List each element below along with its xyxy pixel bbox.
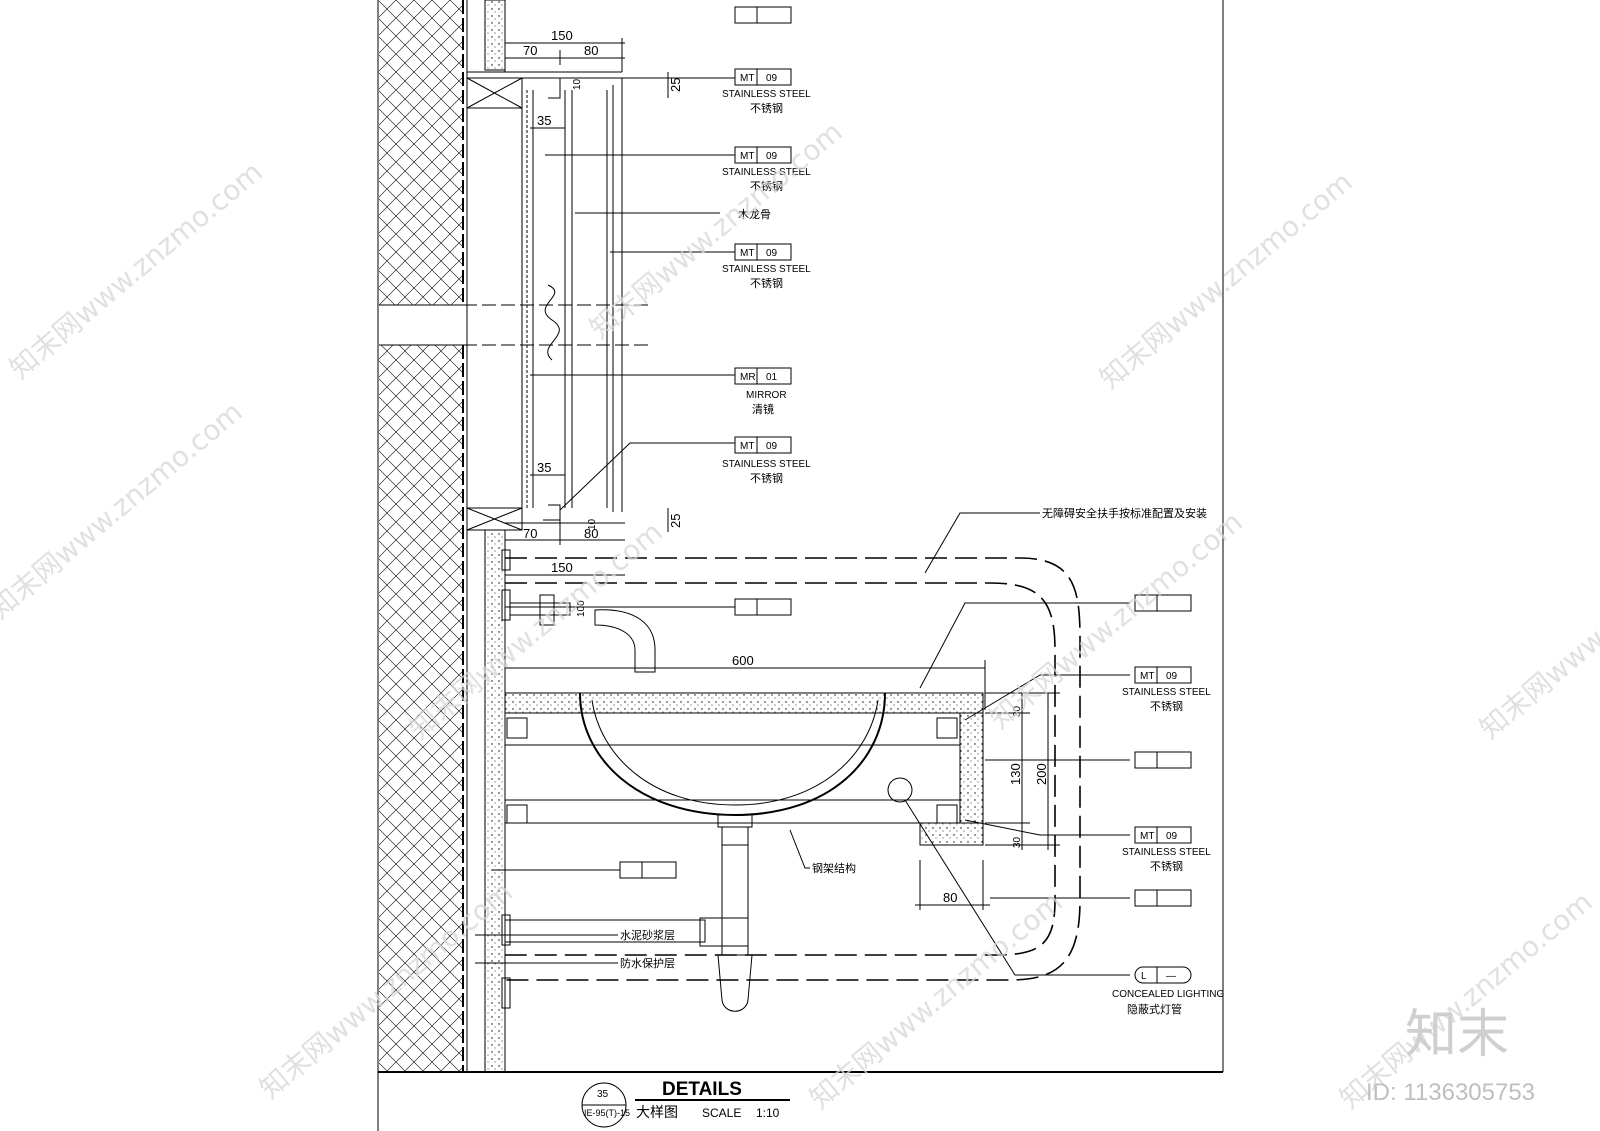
- tag-blank: [619, 861, 677, 879]
- tag-mt09-right-bottom: MT 09 STAINLESS STEEL 不锈钢: [1122, 826, 1211, 873]
- material-label-cn: 不锈钢: [750, 102, 783, 115]
- material-label-en: STAINLESS STEEL: [722, 459, 811, 470]
- title-block: 35 IE-95(T)-15 DETAILS 大样图 SCALE 1:10: [581, 1079, 790, 1128]
- tag-code: MT: [1140, 671, 1154, 682]
- tag-code: MT: [740, 248, 754, 259]
- tag-number: 09: [766, 73, 778, 84]
- tag-lighting: L — CONCEALED LIGHTING 隐蔽式灯管: [1112, 966, 1224, 1016]
- material-label-cn: 不锈钢: [1150, 700, 1183, 713]
- watermark-text: 知末网www.znzmo.com: [0, 395, 249, 625]
- material-label-en: STAINLESS STEEL: [1122, 687, 1211, 698]
- dim-30-top: 30: [1012, 705, 1023, 717]
- tag-mt09-third: MT 09 STAINLESS STEEL 不锈钢: [722, 243, 811, 290]
- waterproof-note: 防水保护层: [620, 956, 675, 970]
- material-label-en: MIRROR: [746, 390, 787, 401]
- tag-number: 01: [766, 372, 778, 383]
- material-label-en: CONCEALED LIGHTING: [1112, 989, 1224, 1000]
- drawing-subtitle: 大样图: [636, 1105, 678, 1121]
- tag-number: —: [1166, 971, 1176, 982]
- dim-150-top: 150: [551, 28, 573, 43]
- tag-mt09-right-top: MT 09 STAINLESS STEEL 不锈钢: [1122, 666, 1211, 713]
- brand-mark: 知末: [1405, 1005, 1509, 1065]
- dim-30-bottom: 30: [1012, 836, 1023, 848]
- tag-code: MR: [740, 372, 756, 383]
- drawing-title: DETAILS: [662, 1079, 742, 1100]
- tag-code: L: [1141, 971, 1147, 982]
- right-dimensions: [915, 692, 1060, 910]
- vanity-counter: [504, 660, 986, 846]
- tag-blank: [734, 6, 792, 24]
- sheet-frame: [377, 0, 1224, 1131]
- watermark-text: 知末网www.znzmo.com: [1473, 515, 1600, 745]
- mirror-frame-section: [463, 71, 650, 531]
- tag-code: MT: [740, 441, 754, 452]
- top-dimensions: [504, 38, 669, 576]
- drain-trap: [504, 814, 753, 1012]
- dim-80-top: 80: [584, 43, 598, 58]
- tag-blank: [1134, 889, 1192, 907]
- cement-mortar-note: 水泥砂浆层: [620, 928, 675, 942]
- sheet-reference: IE-95(T)-15: [584, 1108, 630, 1118]
- dim-25-bottom: 25: [668, 514, 683, 528]
- tag-mt09-fourth: MT 09 STAINLESS STEEL 不锈钢: [722, 436, 811, 485]
- tag-blank: [1134, 751, 1192, 769]
- tag-number: 09: [766, 151, 778, 162]
- watermark-text: 知末网www.znzmo.com: [3, 155, 268, 385]
- material-label-en: STAINLESS STEEL: [722, 89, 811, 100]
- dim-70-top: 70: [523, 43, 537, 58]
- tag-code: MT: [1140, 831, 1154, 842]
- watermark-text: 知末网www.znzmo.com: [983, 505, 1248, 735]
- dim-100: 100: [576, 600, 587, 617]
- material-label-cn: 不锈钢: [750, 277, 783, 290]
- tag-number: 09: [1166, 831, 1178, 842]
- dim-25-top: 25: [668, 78, 683, 92]
- watermark-text: 知末网www.znzmo.com: [1093, 165, 1358, 395]
- faucet: [509, 594, 656, 673]
- dim-600: 600: [732, 653, 754, 668]
- tag-code: MT: [740, 151, 754, 162]
- tag-blank: [734, 598, 792, 616]
- tag-mt09-second: MT 09 STAINLESS STEEL 不锈钢: [722, 146, 811, 193]
- scale-value: 1:10: [756, 1106, 780, 1120]
- material-label-cn: 清镜: [752, 402, 774, 416]
- plywood-label: 木龙骨: [738, 208, 771, 221]
- material-label-cn: 隐蔽式灯管: [1127, 1002, 1182, 1016]
- tag-number: 09: [766, 248, 778, 259]
- detail-number: 35: [597, 1089, 609, 1100]
- dim-80-right: 80: [943, 890, 957, 905]
- dim-150-bottom: 150: [551, 560, 573, 575]
- dim-10-bottom: 10: [587, 518, 598, 530]
- wall-section: [379, 0, 506, 1073]
- dim-200: 200: [1034, 763, 1049, 785]
- tag-code: MT: [740, 73, 754, 84]
- watermark-text: 知末网www.znzmo.com: [803, 885, 1068, 1115]
- material-label-cn: 不锈钢: [750, 180, 783, 193]
- leader-lines: [475, 77, 1130, 976]
- tag-mt09-top: MT 09 STAINLESS STEEL 不锈钢: [722, 68, 811, 115]
- watermark-text: 知末网www.znzmo.com: [583, 115, 848, 345]
- scale-label: SCALE: [702, 1106, 741, 1120]
- material-label-en: STAINLESS STEEL: [1122, 847, 1211, 858]
- dim-35-bottom: 35: [537, 460, 551, 475]
- tag-number: 09: [1166, 671, 1178, 682]
- image-id: ID: 1136305753: [1366, 1079, 1535, 1106]
- material-label-en: STAINLESS STEEL: [722, 167, 811, 178]
- dim-10-top: 10: [572, 78, 583, 90]
- grab-bar-note: 无障碍安全扶手按标准配置及安装: [1042, 506, 1207, 520]
- dim-130: 130: [1008, 763, 1023, 785]
- tag-mr01: MR 01 MIRROR 清镜: [734, 367, 792, 416]
- tag-blank: [1134, 594, 1192, 612]
- material-label-cn: 不锈钢: [750, 472, 783, 485]
- dim-70-bottom: 70: [523, 526, 537, 541]
- material-label-cn: 不锈钢: [1150, 860, 1183, 873]
- steel-frame-note: 钢架结构: [812, 861, 856, 875]
- dim-80-bottom: 80: [584, 526, 598, 541]
- dim-35-top: 35: [537, 113, 551, 128]
- material-label-en: STAINLESS STEEL: [722, 264, 811, 275]
- tag-number: 09: [766, 441, 778, 452]
